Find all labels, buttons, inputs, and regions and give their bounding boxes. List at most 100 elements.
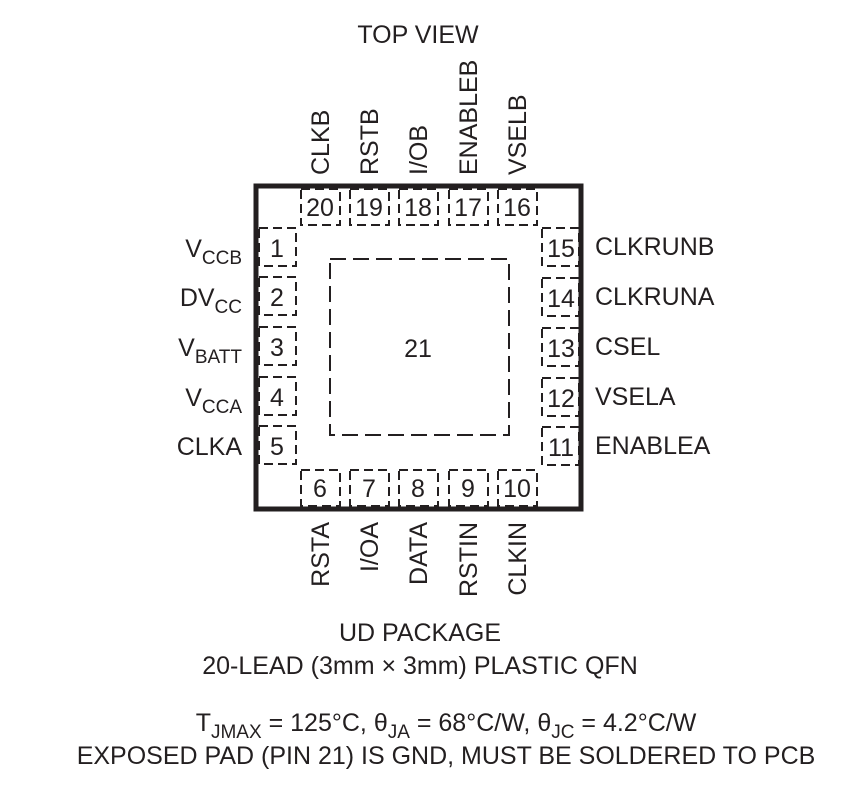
pin-4: 4 VCCA xyxy=(185,376,297,418)
pin-pad xyxy=(300,469,341,507)
pin-number: 18 xyxy=(404,194,432,222)
pin-13: 13 CSEL xyxy=(541,327,660,367)
pin-label: RSTIN xyxy=(455,522,483,597)
pin-10: 10 CLKIN xyxy=(497,469,538,596)
pin-number: 15 xyxy=(547,235,575,263)
pin-number: 2 xyxy=(270,284,284,312)
pin-label: VCCB xyxy=(185,235,242,269)
pin-18: 18 I/OB xyxy=(398,125,439,226)
pin-label: ENABLEB xyxy=(455,60,483,175)
pin-11: 11 ENABLEA xyxy=(541,426,711,466)
pin-label: CLKIN xyxy=(504,522,532,596)
theta-ja-subscript: JA xyxy=(388,722,411,743)
pin-label: VCCA xyxy=(185,384,242,418)
left-pins: 1 VCCB 2 DVCC 3 VBATT 4 VCCA 5 CLKA xyxy=(177,227,297,465)
pin-pad xyxy=(258,227,297,267)
pin-9: 9 RSTIN xyxy=(448,469,489,597)
pin-pad xyxy=(300,188,341,226)
pin-number: 19 xyxy=(355,194,383,222)
pin-number: 14 xyxy=(547,285,575,313)
pin-label: VSELB xyxy=(504,94,532,175)
pin-12: 12 VSELA xyxy=(541,377,676,417)
pin-pad xyxy=(541,227,580,267)
right-pins: 15 CLKRUNB 14 CLKRUNA 13 CSEL 12 VSELA 1… xyxy=(541,227,715,466)
pin-19: 19 RSTB xyxy=(349,108,390,226)
pin-number: 16 xyxy=(503,194,531,222)
pin-label: RSTA xyxy=(307,522,335,587)
pin-label: CLKB xyxy=(307,110,335,175)
pin-label: CLKA xyxy=(177,433,243,461)
pin-number: 17 xyxy=(454,194,482,222)
pin-pad xyxy=(541,377,580,417)
pin-7: 7 I/OA xyxy=(349,469,390,572)
tjmax-value: = 125°C, xyxy=(262,709,374,737)
pin-15: 15 CLKRUNB xyxy=(541,227,714,267)
pin-label: RSTB xyxy=(356,108,384,175)
pin-pad xyxy=(398,469,439,507)
top-pins: 20 CLKB 19 RSTB 18 I/OB 17 ENABLEB 16 VS… xyxy=(300,60,538,226)
pin-pad xyxy=(398,188,439,226)
pin-name-subscript: CCB xyxy=(202,248,242,269)
pin-1: 1 VCCB xyxy=(185,227,297,269)
tjmax-subscript: JMAX xyxy=(211,722,262,743)
pin-label: VSELA xyxy=(595,383,676,411)
pin-number: 9 xyxy=(461,475,475,503)
exposed-pad xyxy=(329,258,510,436)
pin-number: 3 xyxy=(270,334,284,362)
pin-name: V xyxy=(185,235,202,263)
pin-label: I/OB xyxy=(405,125,433,175)
pin-pad xyxy=(349,188,390,226)
pin-name-subscript: CC xyxy=(215,297,242,318)
pin-pad xyxy=(497,469,538,507)
pin-16: 16 VSELB xyxy=(497,94,538,226)
pin-label: DVCC xyxy=(180,284,242,318)
pin-3: 3 VBATT xyxy=(178,326,297,368)
pin-label: VBATT xyxy=(178,334,242,368)
package-name: UD PACKAGE xyxy=(339,619,501,647)
pin-number: 13 xyxy=(547,335,575,363)
pin-number: 5 xyxy=(270,433,284,461)
pin-label: CLKRUNB xyxy=(595,233,714,261)
pin-label: CLKRUNA xyxy=(595,283,715,311)
package-body xyxy=(253,183,584,512)
pin-pad xyxy=(258,326,297,366)
pin-pad xyxy=(541,277,580,317)
pin-number: 20 xyxy=(306,194,334,222)
pin-14: 14 CLKRUNA xyxy=(541,277,715,317)
pin-pad xyxy=(258,425,297,465)
bottom-pins: 6 RSTA 7 I/OA 8 DATA 9 RSTIN 10 CLKIN xyxy=(300,469,538,597)
pin-number: 4 xyxy=(270,384,284,412)
pin-20: 20 CLKB xyxy=(300,110,341,226)
pin-pad xyxy=(349,469,390,507)
pin-number: 8 xyxy=(411,475,425,503)
pin-name: CLKA xyxy=(177,433,243,461)
pin-name-subscript: BATT xyxy=(195,347,243,368)
pin-pad xyxy=(258,376,297,416)
pin-pad xyxy=(541,327,580,367)
pin-number: 10 xyxy=(503,475,531,503)
top-view-label: TOP VIEW xyxy=(357,21,479,49)
thermal-specs: TJMAX = 125°C, θJA = 68°C/W, θJC = 4.2°C… xyxy=(196,709,697,743)
tjmax-symbol: T xyxy=(196,709,211,737)
theta-jc-symbol: θ xyxy=(537,709,551,737)
pin-pad xyxy=(448,188,489,226)
package-description: 20-LEAD (3mm × 3mm) PLASTIC QFN xyxy=(202,652,638,680)
pin-pad xyxy=(541,426,580,466)
pin-6: 6 RSTA xyxy=(300,469,341,587)
pin-number: 7 xyxy=(362,475,376,503)
pin-number: 12 xyxy=(547,385,575,413)
pin-label: DATA xyxy=(405,522,433,585)
pin-label: CSEL xyxy=(595,333,660,361)
pin-8: 8 DATA xyxy=(398,469,439,585)
pin-number: 11 xyxy=(548,434,574,462)
pin-name-subscript: CCA xyxy=(202,397,242,418)
pin-name: V xyxy=(185,384,202,412)
pin-pad xyxy=(497,188,538,226)
pin-name: DV xyxy=(180,284,215,312)
pin-pad xyxy=(258,276,297,316)
theta-jc-subscript: JC xyxy=(551,722,574,743)
pin-label: ENABLEA xyxy=(595,432,711,460)
pin-pad xyxy=(448,469,489,507)
exposed-pad-note: EXPOSED PAD (PIN 21) IS GND, MUST BE SOL… xyxy=(77,742,816,770)
